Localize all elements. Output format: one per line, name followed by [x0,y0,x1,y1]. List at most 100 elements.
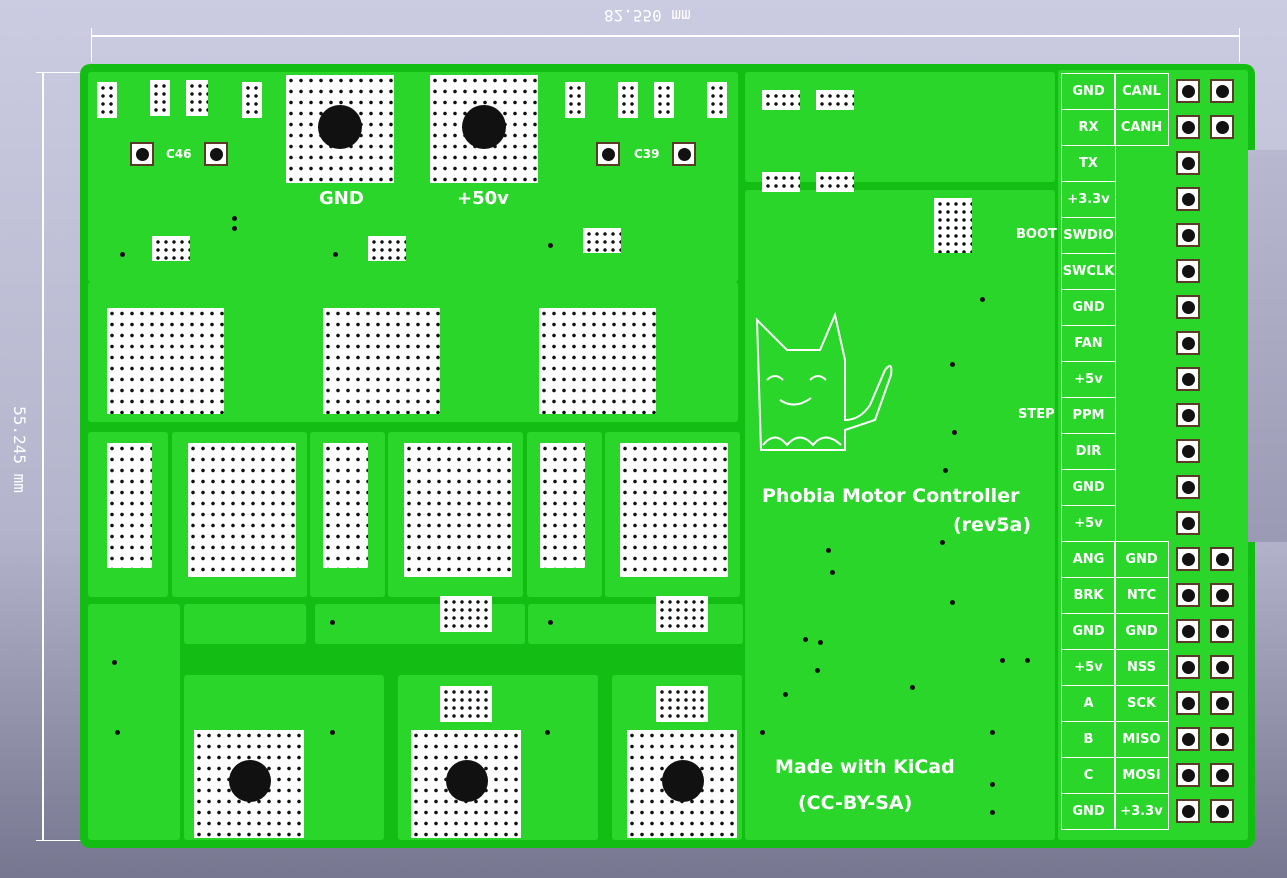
component-pad [97,82,117,118]
component-pad [816,172,854,192]
header-pin [1176,79,1200,103]
via [990,810,995,815]
header-pin [1176,619,1200,643]
pin-label: ANG [1061,541,1116,578]
pin-label: +5v [1061,649,1116,686]
header-pin [1176,727,1200,751]
pin-label: NSS [1114,649,1169,686]
pin-label: CANL [1114,73,1169,110]
mosfet-pad [404,443,512,577]
pin-label: B [1061,721,1116,758]
pin-label: GND [1061,613,1116,650]
height-dimension-line [42,72,44,840]
via [818,640,823,645]
via [330,730,335,735]
header-pin [1176,763,1200,787]
via [950,600,955,605]
kicad-credit: Made with KiCad [775,756,955,778]
pin-label: +3.3v [1114,793,1169,830]
via [783,692,788,697]
via [830,570,835,575]
power-terminal-pad [286,75,394,183]
copper-zone [745,72,1055,182]
header-pin [1176,655,1200,679]
pin-label: +5v [1061,505,1116,542]
pin-label: +3.3v [1061,181,1116,218]
via [952,430,957,435]
header-pin [1176,115,1200,139]
capacitor-pin [596,142,620,166]
header-pin [1176,799,1200,823]
pin-label: GND [1114,613,1169,650]
label-step: STEP [1018,407,1055,422]
component-pad [934,198,972,253]
component-pad [656,686,708,722]
header-pin [1210,763,1234,787]
label-c46: C46 [166,147,192,161]
via [1025,658,1030,663]
motor-terminal-pad [627,730,737,838]
via [803,637,808,642]
copper-zone [184,604,306,644]
mosfet-pad [107,308,224,414]
width-dimension-tick [91,28,92,62]
component-pad [242,82,262,118]
mosfet-pad [323,443,368,568]
header-pin [1176,187,1200,211]
mounting-hole [462,105,506,149]
mounting-hole [662,760,704,802]
header-pin [1210,583,1234,607]
copper-zone [528,604,743,644]
component-pad [654,82,674,118]
component-pad [150,80,170,116]
pin-label: SCK [1114,685,1169,722]
via [232,226,237,231]
pin-label: SWCLK [1061,253,1116,290]
pin-label: GND [1061,73,1116,110]
copper-zone [315,604,525,644]
component-pad [762,172,800,192]
via [1000,658,1005,663]
pin-label: +5v [1061,361,1116,398]
via [330,620,335,625]
mosfet-pad [188,443,296,577]
via [232,216,237,221]
header-pin [1210,799,1234,823]
header-pin [1176,583,1200,607]
mosfet-pad [620,443,728,577]
component-pad [583,228,621,253]
pin-label: FAN [1061,325,1116,362]
component-pad [368,236,406,261]
via [990,730,995,735]
header-pin [1176,151,1200,175]
header-pin [1210,547,1234,571]
copper-zone [88,604,180,840]
component-pad [440,686,492,722]
pin-label: RX [1061,109,1116,146]
via [548,243,553,248]
pin-label: MOSI [1114,757,1169,794]
label-boot: BOOT [1016,227,1057,242]
capacitor-pin [130,142,154,166]
header-pin [1176,475,1200,499]
pin-label: NTC [1114,577,1169,614]
component-pad [565,82,585,118]
pin-label: A [1061,685,1116,722]
via [943,468,948,473]
mounting-hole [229,760,271,802]
pin-label: PPM [1061,397,1116,434]
via [112,660,117,665]
mosfet-pad [539,308,656,414]
board-revision: (rev5a) [953,514,1032,536]
header-pin [1176,331,1200,355]
pin-label: CANH [1114,109,1169,146]
mosfet-pad [107,443,152,568]
width-dimension-tick [1239,28,1240,62]
pin-label: MISO [1114,721,1169,758]
via [826,548,831,553]
component-pad [440,596,492,632]
mosfet-pad [540,443,585,568]
copper-zone [745,190,1055,840]
pin-label: BRK [1061,577,1116,614]
